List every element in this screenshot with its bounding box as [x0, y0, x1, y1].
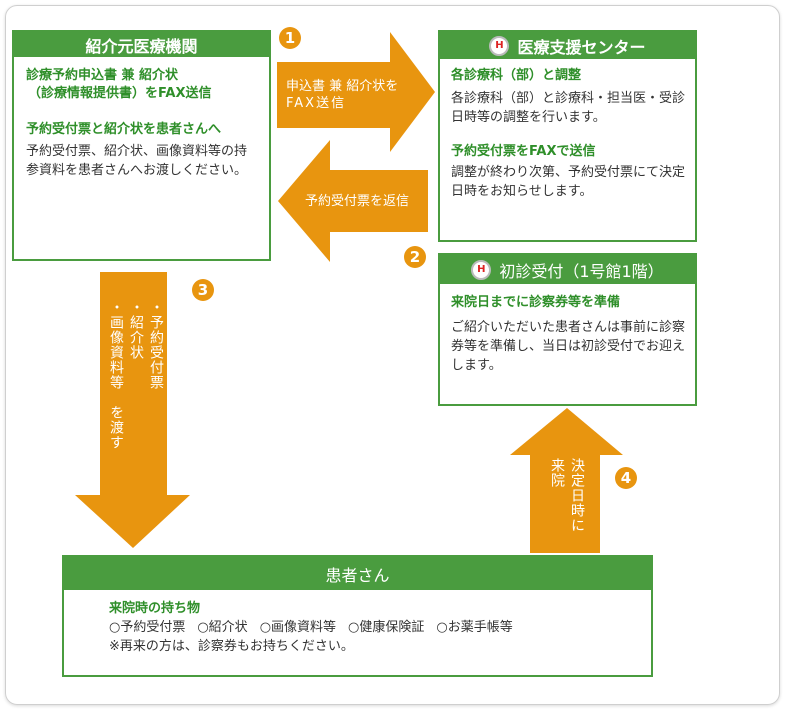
support-center-box: H 医療支援センター 各診療科（部）と調整 各診療科（部）と診療科・担当医・受診…: [438, 30, 697, 242]
belonging-item: ○予約受付票: [109, 620, 186, 635]
belonging-item: ○お薬手帳等: [436, 620, 513, 635]
reception-heading: 来院日までに診察券等を準備: [451, 295, 621, 310]
step-1-badge: 1: [279, 27, 301, 49]
step-4-line: 決定日時に: [569, 458, 585, 533]
belongings-list: ○予約受付票 ○紹介状 ○画像資料等 ○健康保険証 ○お薬手帳等: [109, 618, 651, 637]
referrer-text-2: 予約受付票、紹介状、画像資料等の持参資料を患者さんへお渡しください。: [26, 144, 248, 178]
arrow-step-3: [75, 272, 190, 548]
step-3-label: ・予約受付票 ・紹介状 ・画像資料等 を渡す: [106, 300, 166, 490]
step-2-label: 予約受付票を返信: [305, 194, 410, 209]
step-3-line: ・予約受付票: [148, 300, 164, 390]
step-1-label: 申込書 兼 紹介状を FAX送信: [286, 78, 398, 112]
arrow-step-1: [277, 32, 435, 152]
belonging-item: ○画像資料等: [259, 620, 337, 635]
step-3-badge: 3: [192, 279, 214, 301]
step-4-label: 決定日時に 来院: [547, 458, 587, 553]
hospital-logo-icon: H: [489, 35, 510, 56]
arrow-step-2: [278, 140, 428, 262]
referrer-heading-2: 予約受付票と紹介状を患者さんへ: [26, 122, 222, 137]
hospital-logo-icon: H: [471, 259, 492, 280]
belonging-item: ○健康保険証: [348, 620, 425, 635]
step-3-line: ・画像資料等 を渡す: [108, 300, 124, 450]
step-1-line: FAX送信: [286, 96, 347, 111]
step-2-badge: 2: [404, 246, 426, 268]
step-3-line: ・紹介状: [128, 300, 144, 360]
step-4-badge: 4: [615, 467, 637, 489]
first-visit-reception-box: H 初診受付（1号館1階） 来院日までに診察券等を準備 ご紹介いただいた患者さん…: [438, 253, 697, 406]
center-text-2: 調整が終わり次第、予約受付票にて決定日時をお知らせします。: [451, 165, 686, 199]
patient-heading: 来院時の持ち物: [109, 601, 201, 616]
referrer-box: 紹介元医療機関 診療予約申込書 兼 紹介状 （診療情報提供書）をFAX送信 予約…: [12, 30, 271, 261]
belonging-item: ○紹介状: [197, 620, 248, 635]
referrer-heading-1b: （診療情報提供書）をFAX送信: [28, 86, 212, 101]
center-heading-2: 予約受付票をFAXで送信: [451, 144, 596, 159]
reception-text: ご紹介いただいた患者さんは事前に診察券等を準備し、当日は初診受付でお迎えします。: [451, 320, 686, 373]
step-1-line: 申込書 兼 紹介状を: [286, 79, 399, 94]
diagram-frame: [5, 5, 780, 705]
arrow-step-4: [510, 408, 623, 553]
center-heading-1: 各診療科（部）と調整: [451, 68, 582, 83]
patient-note: ※再来の方は、診察券もお持ちください。: [109, 639, 354, 654]
center-text-1: 各診療科（部）と診療科・担当医・受診日時等の調整を行います。: [451, 91, 686, 125]
referrer-title: 紹介元医療機関: [14, 32, 269, 57]
support-center-title: 医療支援センター: [517, 37, 646, 57]
patient-box: 患者さん 来院時の持ち物 ○予約受付票 ○紹介状 ○画像資料等 ○健康保険証 ○…: [62, 555, 653, 677]
patient-title: 患者さん: [64, 557, 651, 590]
step-4-line: 来院: [549, 458, 565, 488]
referrer-heading-1: 診療予約申込書 兼 紹介状: [26, 68, 179, 83]
reception-title: 初診受付（1号館1階）: [499, 261, 664, 281]
